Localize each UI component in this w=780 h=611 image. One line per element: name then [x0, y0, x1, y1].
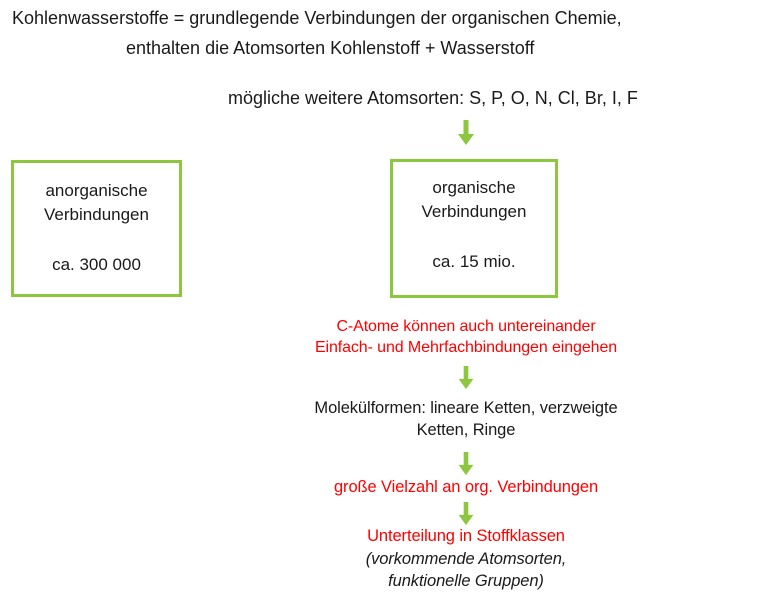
- box-inorganic-title: anorganische Verbindungen: [44, 181, 149, 224]
- box-inorganic-compounds: anorganische Verbindungen ca. 300 000: [11, 160, 182, 297]
- arrow-down-icon-step3-to-step4: [455, 502, 477, 526]
- flow-step-2-molecule-shapes: Molekülformen: lineare Ketten, verzweigt…: [314, 399, 618, 439]
- header-line-1: Kohlenwasserstoffe = grundlegende Verbin…: [12, 8, 622, 28]
- box-organic-compounds: organische Verbindungen ca. 15 mio.: [390, 159, 558, 298]
- flow-step-4-substance-classes: Unterteilung in Stoffklassen: [367, 527, 565, 545]
- arrow-down-icon-header-to-organic: [455, 120, 477, 146]
- flow-step-3-large-number: große Vielzahl an org. Verbindungen: [333, 478, 599, 496]
- arrow-down-icon-step1-to-step2: [455, 366, 477, 390]
- header-line-3-atom-types: mögliche weitere Atomsorten: S, P, O, N,…: [228, 88, 638, 108]
- box-organic-count: ca. 15 mio.: [432, 251, 516, 271]
- arrow-down-icon-step2-to-step3: [455, 452, 477, 476]
- header-line-2: enthalten die Atomsorten Kohlenstoff + W…: [126, 38, 535, 58]
- flow-step-1-bonding: C-Atome können auch untereinander Einfac…: [314, 318, 618, 357]
- flow-step-4-note: (vorkommende Atomsorten, funktionelle Gr…: [365, 550, 567, 590]
- box-inorganic-count: ca. 300 000: [52, 254, 141, 274]
- box-organic-title: organische Verbindungen: [421, 178, 527, 221]
